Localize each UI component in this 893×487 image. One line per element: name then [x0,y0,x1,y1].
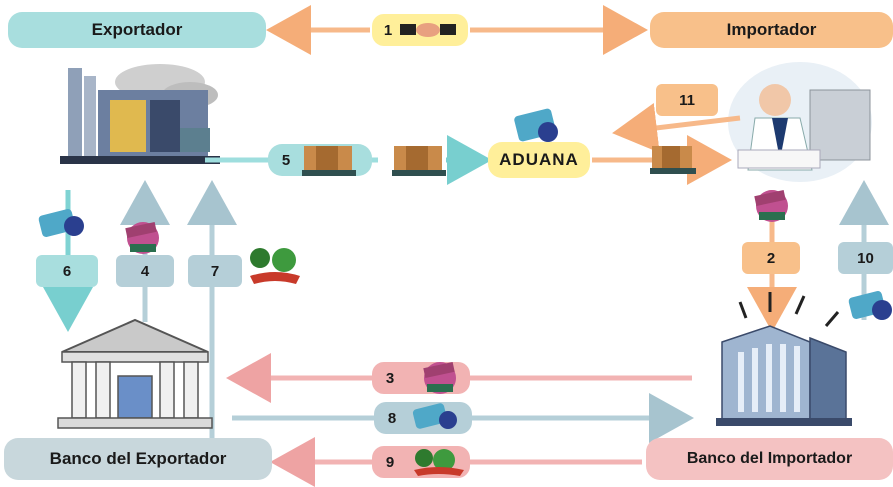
exporter-bank-label: Banco del Exportador [49,449,227,468]
step-10-box [838,242,893,274]
exporter-label: Exportador [91,20,183,39]
bank-icon [57,318,213,429]
customs-box [488,142,590,178]
money-icon [414,449,464,476]
step-1-label: 1 [383,21,393,39]
businessman-icon [728,62,872,182]
card-icon [38,209,84,237]
step-3-label: 3 [385,369,395,387]
office-building-icon [716,292,852,426]
step-2-box [742,242,800,274]
crate-icon [392,146,446,176]
step-7-box [188,255,242,287]
person-icon [423,361,456,394]
card-icon [412,403,457,429]
exporter-header [8,12,266,48]
step-8-label: 8 [387,409,397,427]
handshake-icon [400,23,456,37]
step-9-label: 9 [385,453,395,471]
importer-bank-box [646,438,893,480]
arrow-step-11 [612,103,741,153]
step-4-label: 4 [140,262,150,280]
step-5-label: 5 [281,151,291,169]
step-11-box [656,84,718,116]
importer-header [650,12,893,48]
step-7-label: 7 [210,262,220,280]
step-6-label: 6 [62,262,72,280]
step-6-box [36,255,98,287]
person-icon [125,221,159,254]
step-2-label: 2 [766,249,776,267]
step-4-box [116,255,174,287]
card-icon [514,108,558,142]
customs-label: ADUANA [499,150,579,169]
crate-icon [650,146,696,174]
step-10-label: 10 [857,249,874,267]
crate-icon [302,146,356,176]
exporter-bank-box [4,438,272,480]
step-11-label: 11 [679,91,695,109]
importer-label: Importador [726,20,817,39]
person-icon [754,189,788,222]
importer-bank-label: Banco del Importador [686,450,853,467]
money-icon [250,248,300,284]
card-icon [848,291,892,320]
factory-icon [60,64,220,164]
